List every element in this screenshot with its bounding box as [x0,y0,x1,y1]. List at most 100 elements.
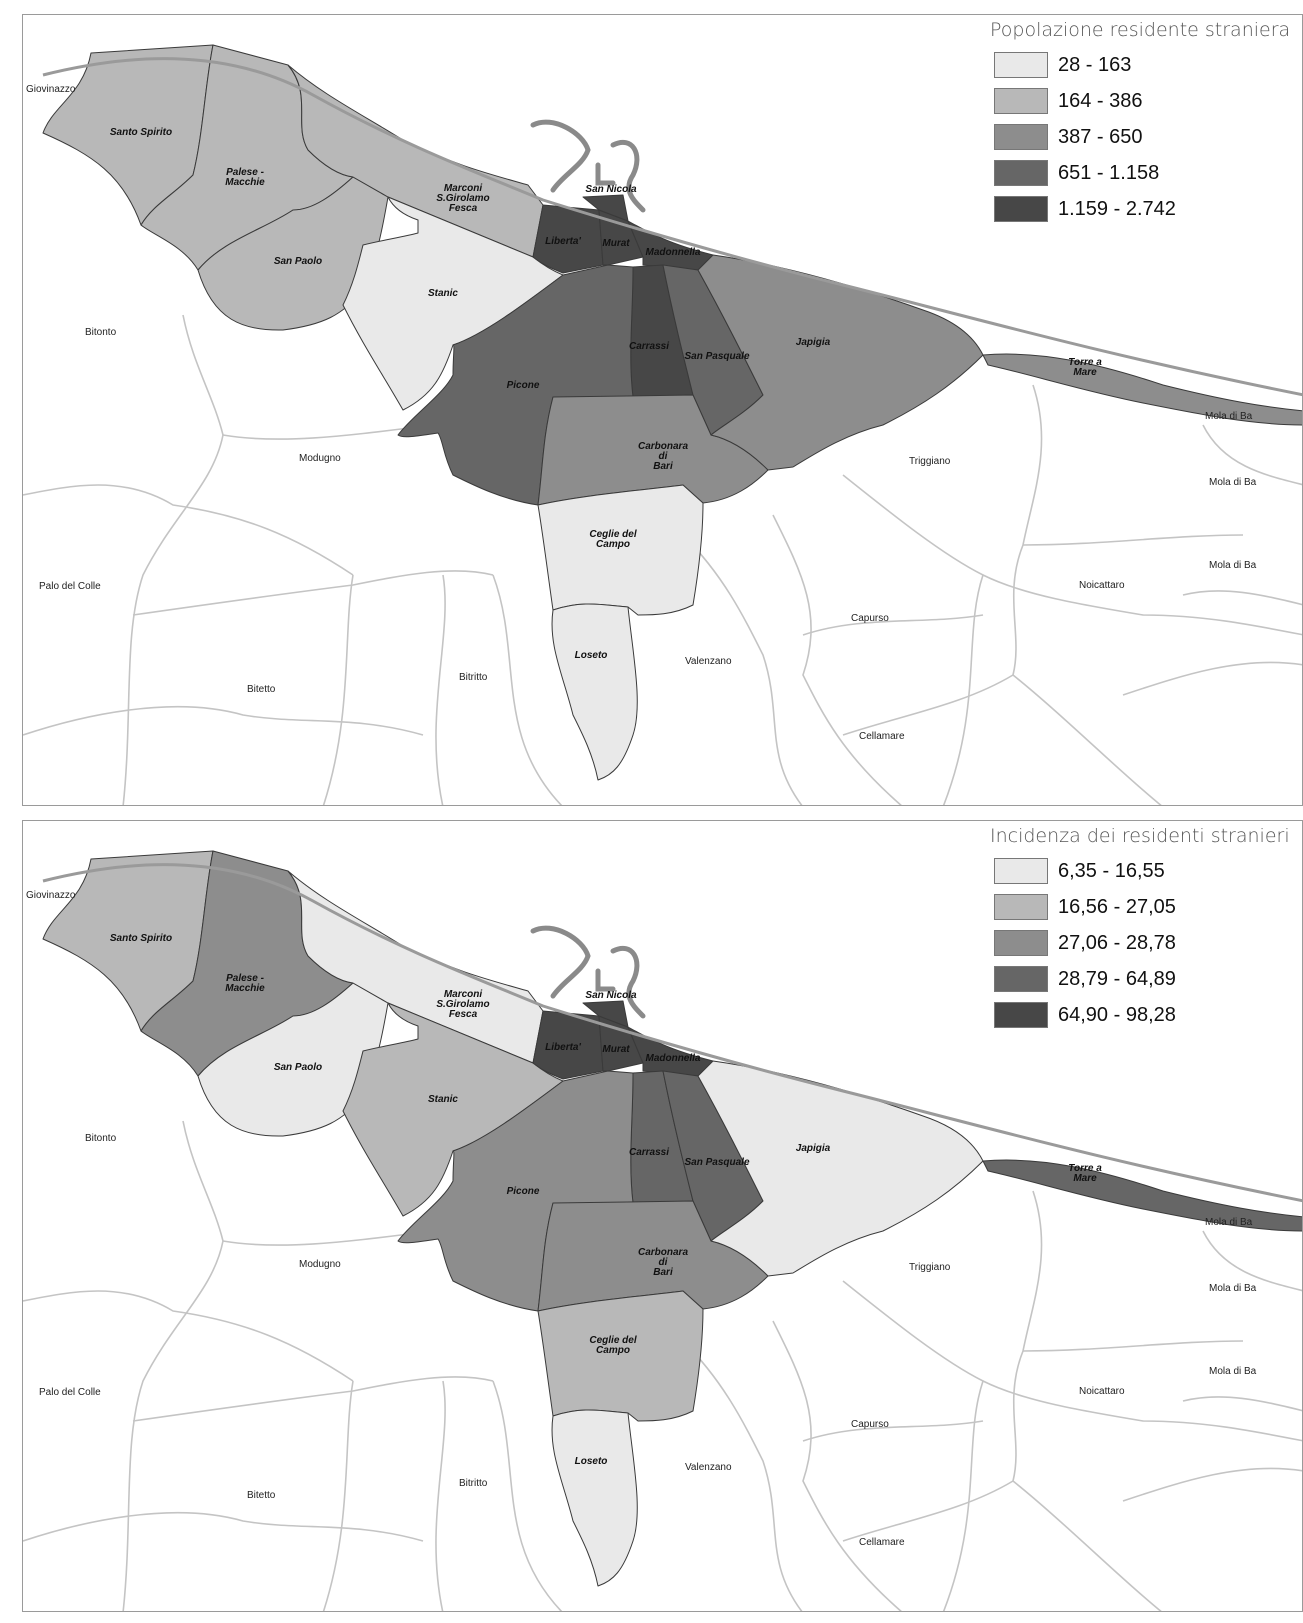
town-label-bitonto: Bitonto [85,327,117,338]
port-outline [530,925,646,1019]
town-label-triggiano: Triggiano [909,1262,951,1273]
town-label-bitritto: Bitritto [459,1478,488,1489]
district-label-line: Fesca [449,1009,478,1020]
district-label-line: Bari [653,461,673,472]
district-label-line: Japigia [796,1143,831,1154]
coastline [42,863,1302,1203]
legend-title: Incidenza dei residenti stranieri [990,825,1290,847]
legend-swatch [994,196,1048,222]
town-label-giovinazzo: Giovinazzo [26,84,76,95]
town-label-mola-1: Mola di Ba [1205,1217,1253,1228]
district-label-line: Santo Spirito [110,933,172,944]
legend-label: 16,56 - 27,05 [1058,895,1176,918]
legend-swatch [994,966,1048,992]
district-label-line: Ceglie del [589,1335,636,1346]
town-label-valenzano: Valenzano [685,1462,732,1473]
district-label-line: Picone [507,1186,540,1197]
town-label-noicattaro: Noicattaro [1079,580,1125,591]
legend-label: 28,79 - 64,89 [1058,967,1176,990]
legend-label: 6,35 - 16,55 [1058,859,1165,882]
town-label-mola-3: Mola di Ba [1209,560,1257,571]
legend-swatch [994,858,1048,884]
district-japigia[interactable] [697,254,984,471]
district-label-madonnella: Madonnella [645,247,700,258]
district-liberta[interactable] [532,1010,604,1080]
district-label-line: Stanic [428,1094,458,1105]
district-label-liberta: Liberta' [545,236,581,247]
district-ceglie[interactable] [537,1290,704,1422]
legend-label: 64,90 - 98,28 [1058,1003,1176,1026]
legend-item: 6,35 - 16,55 [990,853,1302,889]
legend-label: 1.159 - 2.742 [1058,197,1176,220]
district-label-line: Palese - [226,973,264,984]
district-label-line: S.Girolamo [436,999,489,1010]
town-label-bitetto: Bitetto [247,1490,276,1501]
town-label-mola-1: Mola di Ba [1205,411,1253,422]
district-label-line: Torre a [1068,1163,1102,1174]
legend-item: 164 - 386 [990,83,1302,119]
district-label-line: Mare [1073,1173,1097,1184]
district-label-line: San Paolo [274,1062,322,1073]
district-japigia[interactable] [697,1060,984,1277]
district-label-madonnella: Madonnella [645,1053,700,1064]
district-label-line: Torre a [1068,357,1102,368]
legend-item: 28 - 163 [990,47,1302,83]
district-label-line: San Pasquale [684,1157,749,1168]
district-label-line: Marconi [444,989,483,1000]
town-labels: Giovinazzo Bitonto Modugno Palo del Coll… [26,84,1257,742]
district-label-santo-spirito: Santo Spirito [110,127,172,138]
district-torre-a-mare[interactable] [982,353,1303,426]
district-label-carrassi: Carrassi [629,341,669,352]
district-label-line: Carbonara [638,1247,688,1258]
district-label-loseto: Loseto [575,1456,608,1467]
legend-swatch [994,930,1048,956]
district-label-line: Macchie [225,177,265,188]
town-label-mola-2: Mola di Ba [1209,1283,1257,1294]
legend-label: 387 - 650 [1058,125,1143,148]
district-label-line: Carrassi [629,1147,669,1158]
district-torre-a-mare[interactable] [982,1159,1303,1232]
district-label-line: San Paolo [274,256,322,267]
district-label-san-pasquale: San Pasquale [684,351,749,362]
district-label-line: Liberta' [545,236,581,247]
legend-item: 16,56 - 27,05 [990,889,1302,925]
district-ceglie[interactable] [537,484,704,616]
district-loseto[interactable] [551,1409,638,1587]
town-label-cellamare: Cellamare [859,1537,905,1548]
district-label-santo-spirito: Santo Spirito [110,933,172,944]
district-loseto[interactable] [551,603,638,781]
town-label-modugno: Modugno [299,453,341,464]
district-label-line: Campo [596,539,630,550]
district-label-picone: Picone [507,1186,540,1197]
district-san-nicola[interactable] [582,1000,629,1028]
district-label-line: Marconi [444,183,483,194]
district-label-san-paolo: San Paolo [274,1062,322,1073]
district-label-line: Carrassi [629,341,669,352]
district-liberta[interactable] [532,204,604,274]
district-label-line: di [659,451,668,462]
district-label-san-nicola: San Nicola [585,990,637,1001]
town-label-capurso: Capurso [851,1419,889,1430]
district-label-san-nicola: San Nicola [585,184,637,195]
district-label-line: Stanic [428,288,458,299]
district-label-line: Murat [602,1044,630,1055]
district-label-line: Carbonara [638,441,688,452]
district-san-nicola[interactable] [582,194,629,222]
district-label-japigia: Japigia [796,337,831,348]
town-label-cellamare: Cellamare [859,731,905,742]
town-label-bitetto: Bitetto [247,684,276,695]
municipal-boundaries [23,314,1302,805]
town-label-palo-del-colle: Palo del Colle [39,581,101,592]
town-label-mola-3: Mola di Ba [1209,1366,1257,1377]
district-label-line: Ceglie del [589,529,636,540]
legend-label: 27,06 - 28,78 [1058,931,1176,954]
